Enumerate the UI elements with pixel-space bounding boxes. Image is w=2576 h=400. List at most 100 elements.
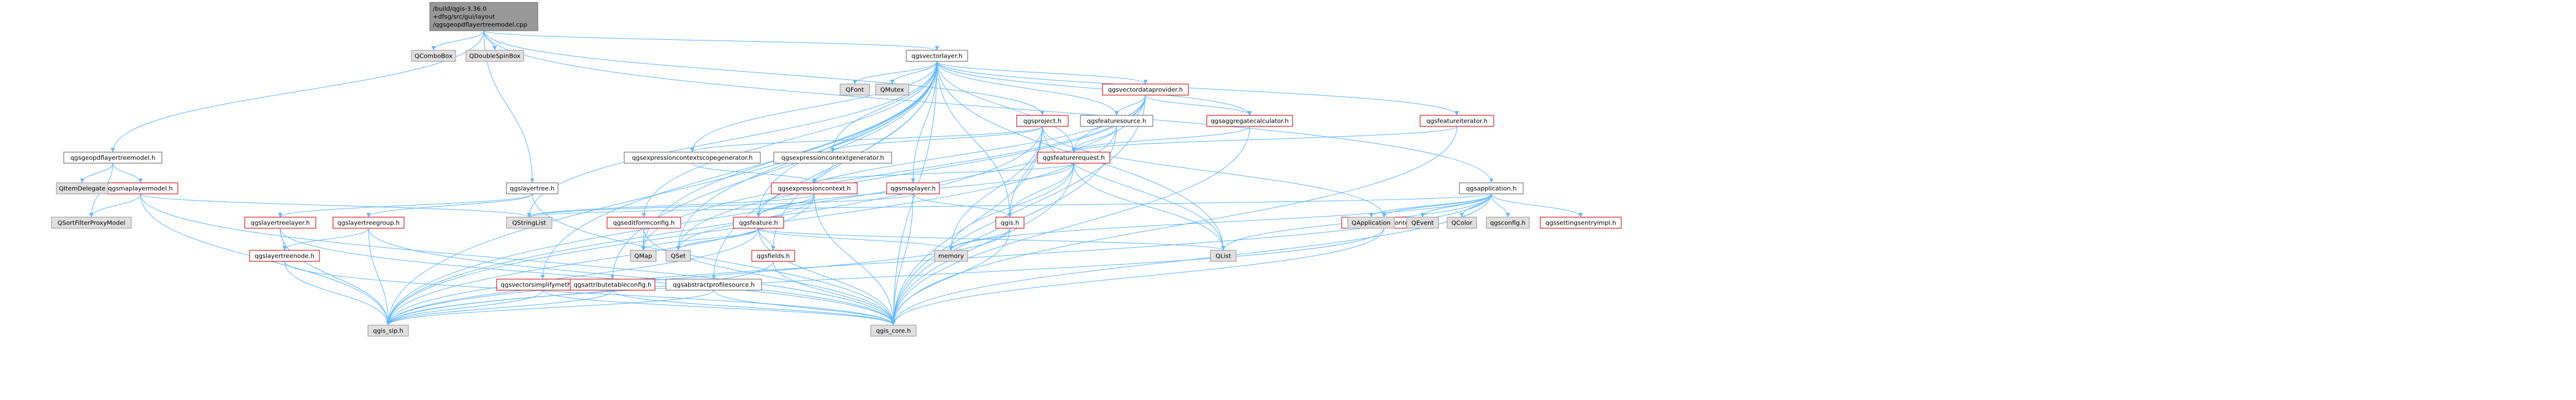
edge-qgsapplication-h-to-qgssettingsentryimpl-h bbox=[1491, 193, 1583, 218]
node-qstringlist[interactable]: QStringList bbox=[506, 217, 552, 229]
node-root[interactable]: /build/qgis-3.36.0+dfsg/src/gui/layout/q… bbox=[429, 2, 538, 31]
edge-qgsvectorlayer-h-to-qgsvectorsimplifymethod-h bbox=[540, 61, 938, 280]
node-qgsmaplayer-h[interactable]: qgsmaplayer.h bbox=[886, 182, 940, 194]
node-label: qgssettingsentryimpl.h bbox=[1545, 220, 1616, 227]
node-qgsconfig-h[interactable]: qgsconfig.h bbox=[1486, 217, 1530, 229]
edge-qgsvectorsimplifymethod-h-to-qgis-core-h bbox=[542, 290, 896, 326]
edge-qgslayertree-h-to-qgslayertreegroup-h bbox=[366, 193, 533, 218]
node-box bbox=[733, 217, 784, 229]
node-qgis-h[interactable]: qgis.h bbox=[995, 217, 1025, 229]
edge-qgsapplication-h-to-qgis-core-h bbox=[891, 193, 1492, 326]
node-qgsfeaturesource-h[interactable]: qgsfeaturesource.h bbox=[1080, 115, 1153, 127]
node-qgslayertreelayer-h[interactable]: qgslayertreelayer.h bbox=[244, 217, 316, 229]
edge-qgsabstractprofilesource-h-to-qgis-sip-h bbox=[386, 290, 714, 326]
node-qgsexpressioncontext-h[interactable]: qgsexpressioncontext.h bbox=[771, 182, 858, 194]
edge-root-to-qcombobox bbox=[431, 30, 484, 51]
node-label: qgslayertree.h bbox=[510, 186, 555, 193]
node-box bbox=[624, 152, 761, 164]
node-label: qgsmaplayer.h bbox=[890, 186, 936, 193]
node-qgsfeatureiterator-h[interactable]: qgsfeatureiterator.h bbox=[1420, 115, 1494, 127]
node-qgsabstractprofilesource-h[interactable]: qgsabstractprofilesource.h bbox=[665, 279, 762, 291]
edge-qgsexpressioncontext-h-to-qgis-sip-h bbox=[386, 193, 815, 326]
node-qgsaggregatecalculator-h[interactable]: qgsaggregatecalculator.h bbox=[1206, 115, 1293, 127]
node-label: QEvent bbox=[1412, 220, 1434, 227]
edge-qgslayertreelayer-h-to-qgis-core-h bbox=[280, 228, 896, 326]
node-qgis-sip-h[interactable]: qgis_sip.h bbox=[367, 325, 409, 337]
edge-qgsvectorlayer-h-to-qgsfeatureiterator-h bbox=[936, 61, 1459, 116]
node-box bbox=[1210, 250, 1237, 262]
node-box bbox=[429, 2, 538, 31]
node-label: QList bbox=[1215, 253, 1231, 260]
node-qmap[interactable]: QMap bbox=[630, 250, 657, 262]
node-qgsapplication-h[interactable]: qgsapplication.h bbox=[1459, 182, 1524, 194]
node-label: qgis_sip.h bbox=[373, 328, 403, 335]
node-qapplication[interactable]: QApplication bbox=[1347, 217, 1395, 229]
node-label: QItemDelegate bbox=[59, 186, 105, 193]
node-label: QColor bbox=[1451, 220, 1473, 227]
node-qgsfields-h[interactable]: qgsfields.h bbox=[751, 250, 795, 262]
node-label: QSortFilterProxyModel bbox=[58, 220, 126, 227]
node-qgsattributetableconfig-h[interactable]: qgsattributetableconfig.h bbox=[570, 279, 655, 291]
node-label: qgsaggregatecalculator.h bbox=[1210, 118, 1288, 125]
node-qevent[interactable]: QEvent bbox=[1406, 217, 1439, 229]
node-box bbox=[773, 152, 892, 164]
node-label: QDoubleSpinBox bbox=[469, 53, 521, 60]
edge-qgsattributetableconfig-h-to-qgis-sip-h bbox=[386, 290, 613, 326]
node-qgsmaplayermodel-h[interactable]: qgsmaplayermodel.h bbox=[102, 182, 178, 194]
node-label: qgsmaplayermodel.h bbox=[108, 186, 173, 193]
node-qgsvectorlayer-h[interactable]: qgsvectorlayer.h bbox=[906, 50, 968, 62]
node-qitemdelegate[interactable]: QItemDelegate bbox=[56, 182, 109, 194]
node-qgsfeaturerequest-h[interactable]: qgsfeaturerequest.h bbox=[1037, 152, 1110, 164]
node-qgis-core-h[interactable]: qgis_core.h bbox=[870, 325, 917, 337]
node-qgsvectordataprovider-h[interactable]: qgsvectordataprovider.h bbox=[1102, 83, 1189, 96]
node-label: memory bbox=[938, 253, 964, 260]
node-qgsproject-h[interactable]: qgsproject.h bbox=[1016, 115, 1069, 127]
node-box bbox=[1486, 217, 1530, 229]
node-qgssettingsentryimpl-h[interactable]: qgssettingsentryimpl.h bbox=[1540, 217, 1622, 229]
node-qmutex[interactable]: QMutex bbox=[875, 83, 909, 96]
edge-qgsexpressioncontext-h-to-qgsfeature-h bbox=[756, 193, 815, 218]
node-qgsfeature-h[interactable]: qgsfeature.h bbox=[733, 217, 784, 229]
node-memory[interactable]: memory bbox=[934, 250, 968, 262]
node-qgslayertreenode-h[interactable]: qgslayertreenode.h bbox=[249, 250, 320, 262]
edge-qgsvectorlayer-h-to-qgsfeaturesource-h bbox=[936, 61, 1119, 116]
node-box bbox=[367, 325, 409, 337]
node-qgslayertree-h[interactable]: qgslayertree.h bbox=[506, 182, 559, 194]
edge-qgsfeatureiterator-h-to-qgis-core-h bbox=[891, 126, 1458, 326]
edge-qgsfeaturerequest-h-to-memory bbox=[949, 163, 1074, 251]
node-qdoublespinbox[interactable]: QDoubleSpinBox bbox=[465, 50, 524, 62]
edge-qgsfeatureiterator-h-to-qgsfeaturerequest-h bbox=[1071, 126, 1458, 153]
edge-qgis-h-to-qgis-core-h bbox=[891, 228, 1011, 326]
edge-qgsvectorlayer-h-to-qgsattributetableconfig-h bbox=[610, 61, 938, 280]
node-qgsexpressioncontextgenerator-h[interactable]: qgsexpressioncontextgenerator.h bbox=[773, 152, 892, 164]
node-label: +dfsg/src/gui/layout bbox=[433, 14, 495, 21]
node-qgseditformconfig-h[interactable]: qgseditformconfig.h bbox=[606, 217, 681, 229]
node-qgslayertreegroup-h[interactable]: qgslayertreegroup.h bbox=[332, 217, 405, 229]
node-qfont[interactable]: QFont bbox=[839, 83, 870, 96]
node-qcombobox[interactable]: QComboBox bbox=[411, 50, 456, 62]
node-qsortfilterproxymodel[interactable]: QSortFilterProxyModel bbox=[51, 217, 132, 229]
edge-qgsvectorlayer-h-to-qgsexpressioncontextscopegenerator-h bbox=[690, 61, 938, 153]
edge-qgsexpressioncontext-h-to-qstringlist bbox=[527, 193, 815, 218]
edge-qgsfeature-h-to-qset bbox=[676, 228, 759, 251]
edge-qgsapplication-h-to-qgstranslationcontext-h bbox=[1382, 193, 1492, 218]
edge-qgslayertreegroup-h-to-qgis-core-h bbox=[368, 228, 896, 326]
node-box bbox=[886, 182, 940, 194]
node-qlist[interactable]: QList bbox=[1210, 250, 1237, 262]
node-qcolor[interactable]: QColor bbox=[1447, 217, 1477, 229]
node-box bbox=[63, 152, 162, 164]
node-box bbox=[244, 217, 316, 229]
node-label: qgsexpressioncontextscopegenerator.h bbox=[632, 155, 753, 162]
node-label: qgsexpressioncontext.h bbox=[778, 186, 850, 193]
node-label: qgslayertreelayer.h bbox=[251, 220, 310, 227]
node-box bbox=[332, 217, 405, 229]
edge-qgsfeaturerequest-h-to-qgsexpressioncontext-h bbox=[812, 163, 1074, 183]
node-qgsgeopdflayertreemodel-h[interactable]: qgsgeopdflayertreemodel.h bbox=[63, 152, 162, 164]
edge-qgsvectorlayer-h-to-qgsabstractprofilesource-h bbox=[711, 61, 938, 280]
node-qgsexpressioncontextscopegenerator-h[interactable]: qgsexpressioncontextscopegenerator.h bbox=[624, 152, 761, 164]
node-box bbox=[570, 279, 655, 291]
edge-qgsfeature-h-to-qgis-core-h bbox=[758, 228, 896, 326]
edge-root-to-qgsproject-h bbox=[483, 30, 1045, 116]
edge-qgslayertree-h-to-qgslayertreelayer-h bbox=[278, 193, 533, 218]
node-qset[interactable]: QSet bbox=[665, 250, 691, 262]
